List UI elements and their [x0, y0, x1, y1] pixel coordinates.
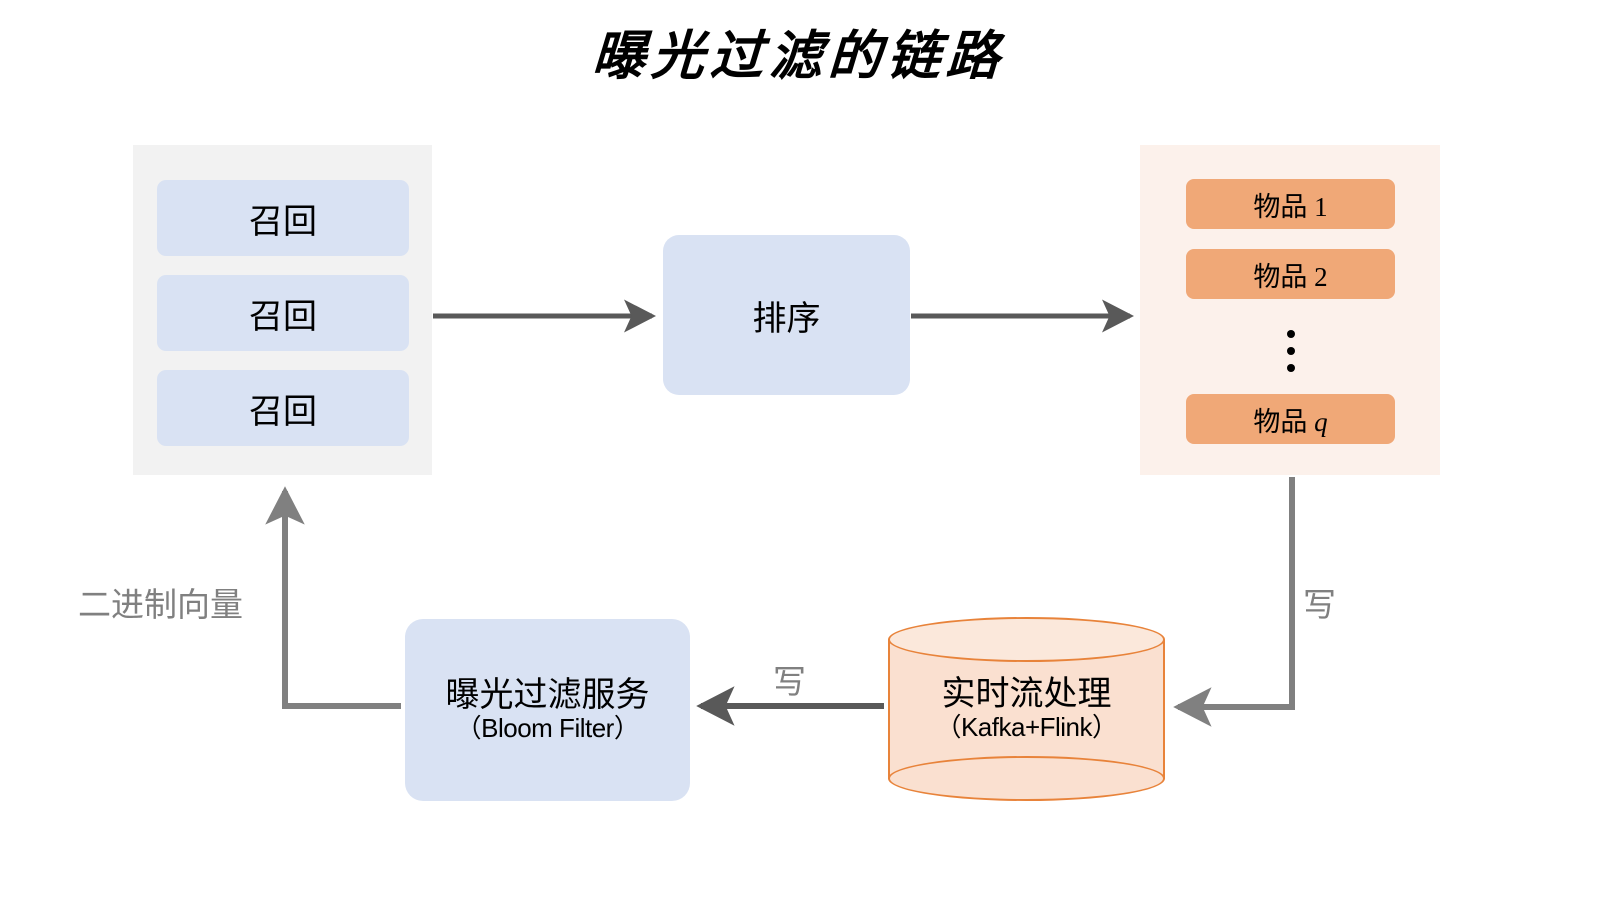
recall-box-1-label: 召回	[249, 202, 317, 241]
recall-box-3[interactable]: 召回	[157, 370, 409, 446]
stream-processing-title: 实时流处理	[941, 675, 1112, 713]
page-title: 曝光过滤的链路	[590, 25, 1007, 87]
stream-processing-node[interactable]: 实时流处理 （Kafka+Flink）	[888, 617, 1165, 801]
cylinder-bottom-ellipse	[888, 756, 1165, 801]
edge-label-write-middle: 写	[773, 663, 806, 700]
edge-label-write-right: 写	[1303, 586, 1336, 623]
recall-box-2[interactable]: 召回	[157, 275, 409, 351]
item-box-2-label: 物品 2	[1253, 261, 1328, 292]
bloom-filter-subtitle: （Bloom Filter）	[455, 713, 640, 744]
item-box-last-label: 物品 q	[1253, 400, 1327, 439]
stream-processing-label: 实时流处理 （Kafka+Flink）	[888, 675, 1165, 742]
recall-box-2-label: 召回	[249, 297, 317, 336]
ranking-node-label: 排序	[752, 299, 821, 338]
bloom-filter-node[interactable]: 曝光过滤服务 （Bloom Filter）	[405, 619, 690, 801]
stream-processing-subtitle: （Kafka+Flink）	[935, 712, 1118, 743]
item-box-last-prefix: 物品	[1253, 406, 1315, 437]
item-box-2[interactable]: 物品 2	[1186, 249, 1395, 299]
recall-box-1[interactable]: 召回	[157, 180, 409, 256]
item-box-last-variable: q	[1314, 406, 1328, 437]
bloom-filter-title: 曝光过滤服务	[445, 676, 650, 715]
edge-bloom-to-recall	[265, 486, 401, 709]
cylinder-top-ellipse	[888, 617, 1165, 662]
edge-label-binary-vector: 二进制向量	[78, 586, 243, 623]
vertical-ellipsis-icon	[1283, 330, 1299, 372]
edge-items-to-stream	[1173, 477, 1295, 727]
ranking-node[interactable]: 排序	[663, 235, 910, 395]
recall-box-3-label: 召回	[249, 392, 317, 431]
item-box-1[interactable]: 物品 1	[1186, 179, 1395, 229]
item-box-1-label: 物品 1	[1253, 191, 1328, 222]
item-box-last[interactable]: 物品 q	[1186, 394, 1395, 444]
